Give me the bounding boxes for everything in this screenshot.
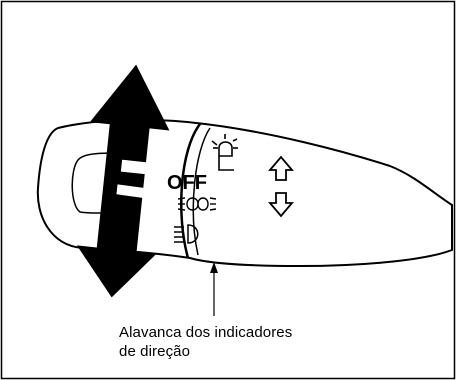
arrow-up-icon [268, 155, 294, 181]
arrow-down-icon [268, 192, 294, 218]
rotate-arrow-icon [76, 64, 170, 298]
low-beam-icon [177, 197, 217, 211]
caption-line-2: de direção [119, 343, 191, 360]
caption-line-1: Alavanca dos indicadores [119, 324, 293, 341]
parking-light-icon [211, 134, 238, 171]
pointer-arrowhead [210, 262, 218, 273]
off-label: OFF [167, 172, 207, 194]
rotary-ring [180, 123, 201, 259]
high-beam-icon [174, 224, 199, 244]
